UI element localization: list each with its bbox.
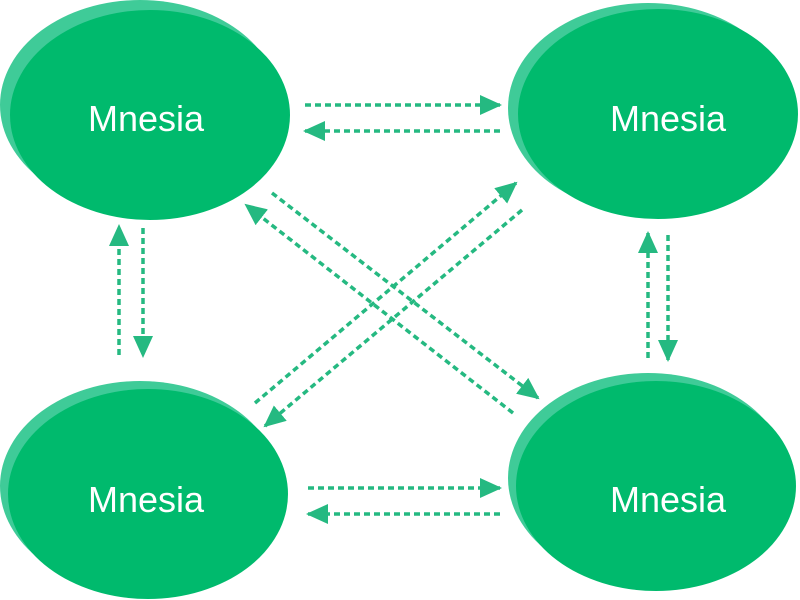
node-label: Mnesia <box>88 479 205 520</box>
arrow-top-left-to-bottom-right <box>270 191 540 400</box>
node-top-left: Mnesia <box>0 0 290 220</box>
replication-arrows <box>109 95 678 524</box>
node-body <box>10 10 290 220</box>
node-label: Mnesia <box>610 479 727 520</box>
node-body <box>516 381 796 591</box>
node-body <box>518 9 798 219</box>
arrow-bottom-left-to-top-right <box>253 181 518 405</box>
node-body <box>8 389 288 599</box>
node-top-right: Mnesia <box>508 3 798 219</box>
arrow-bottom-right-to-top-left <box>244 203 515 415</box>
arrow-top-right-to-bottom-left <box>263 208 524 428</box>
node-label: Mnesia <box>88 98 205 139</box>
node-bottom-right: Mnesia <box>508 373 796 591</box>
node-label: Mnesia <box>610 98 727 139</box>
node-bottom-left: Mnesia <box>0 381 288 599</box>
